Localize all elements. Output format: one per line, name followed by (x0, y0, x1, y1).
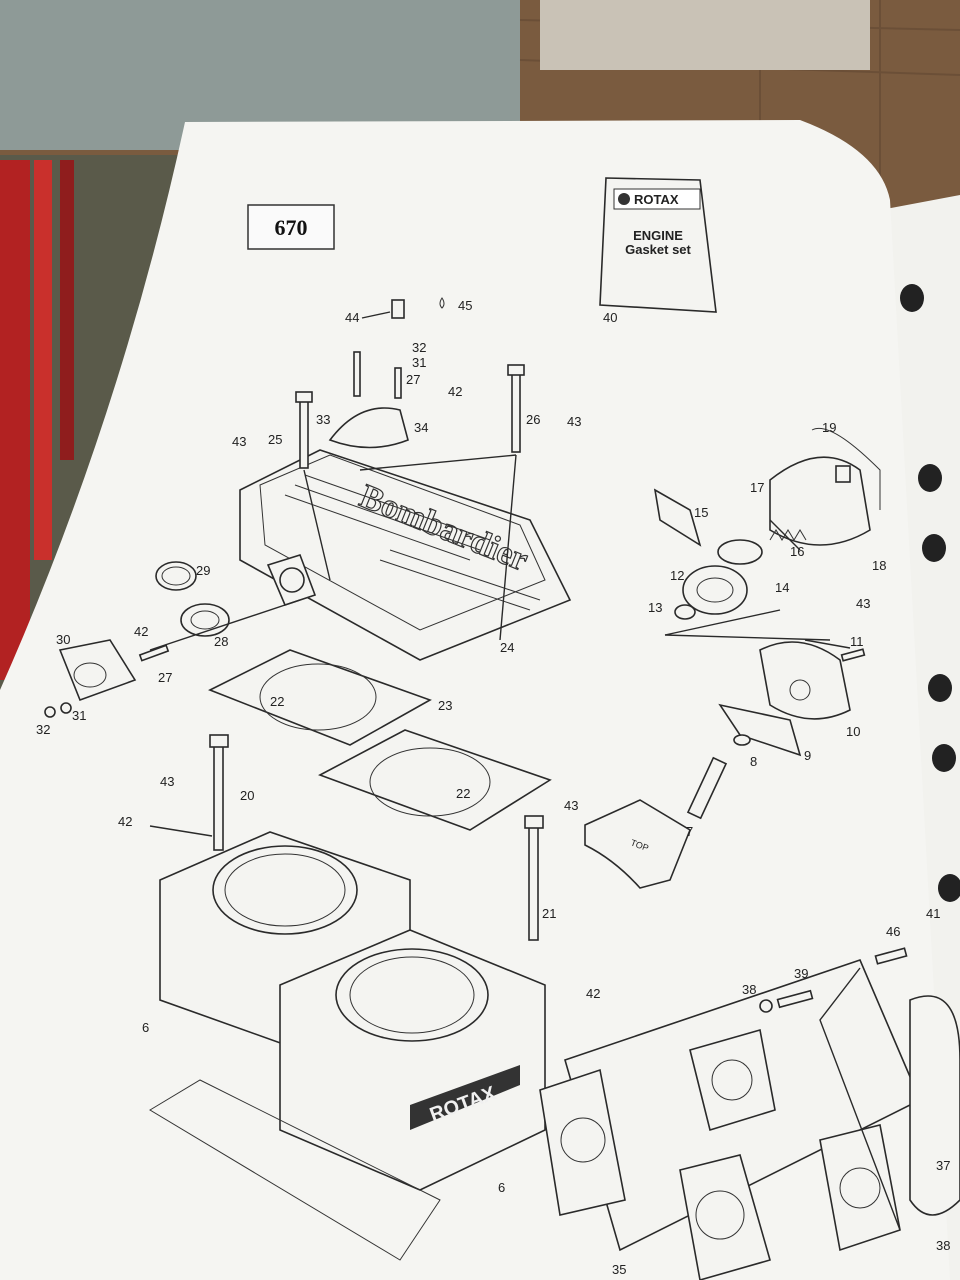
label-31b: 31 (72, 708, 86, 723)
label-19: 19 (822, 420, 836, 435)
label-23: 23 (438, 698, 452, 713)
label-38: 38 (742, 982, 756, 997)
rotary-valve-assembly: TOP (584, 427, 881, 889)
label-44: 44 (345, 310, 359, 325)
page-number: 670 (275, 215, 308, 240)
o-ring-29 (155, 561, 197, 591)
shim-15 (653, 488, 702, 547)
label-41: 41 (926, 906, 940, 921)
label-20: 20 (240, 788, 254, 803)
bag-brand: ROTAX (634, 192, 679, 207)
label-13: 13 (648, 600, 662, 615)
label-35: 35 (612, 1262, 626, 1277)
rotax-logo-icon (618, 193, 630, 205)
label-6b: 6 (498, 1180, 505, 1195)
label-32a: 32 (412, 340, 426, 355)
label-33: 33 (316, 412, 330, 427)
gasket-set-bag: ROTAX ENGINE Gasket set 40 (599, 177, 717, 325)
exhaust-manifold (539, 947, 960, 1280)
label-43b: 43 (232, 434, 246, 449)
bag-title: ENGINE (633, 228, 683, 243)
label-43e: 43 (564, 798, 578, 813)
crankcase-gasket (149, 1079, 441, 1261)
label-38b: 38 (936, 1238, 950, 1253)
label-17: 17 (750, 480, 764, 495)
cover-17 (769, 456, 871, 546)
label-42a: 42 (448, 384, 462, 399)
label-12: 12 (670, 568, 684, 583)
label-8: 8 (750, 754, 757, 769)
label-42b: 42 (134, 624, 148, 639)
water-outlet-34 (328, 407, 409, 449)
label-37: 37 (936, 1158, 950, 1173)
pump-housing-10 (759, 641, 851, 720)
cylinder-bolts (209, 734, 544, 941)
label-22a: 22 (270, 694, 284, 709)
label-7: 7 (686, 824, 693, 839)
piston-7 (584, 799, 691, 889)
cylinder-head: Bombardier (239, 449, 572, 661)
bag-ref-label: 40 (603, 310, 617, 325)
label-22b: 22 (456, 786, 470, 801)
label-43d: 43 (160, 774, 174, 789)
base-gaskets (208, 649, 552, 831)
label-10: 10 (846, 724, 860, 739)
clip-19 (811, 427, 881, 510)
disc-12 (682, 565, 748, 615)
head-bolts (295, 299, 525, 469)
bag-subtitle: Gasket set (625, 242, 691, 257)
sensor-44 (391, 299, 405, 319)
label-26: 26 (526, 412, 540, 427)
washer-8 (733, 734, 751, 746)
head-leader-lines (303, 454, 517, 641)
label-29: 29 (196, 563, 210, 578)
label-27a: 27 (406, 372, 420, 387)
thermostat-housing-30 (58, 639, 137, 702)
label-42c: 42 (118, 814, 132, 829)
label-43c: 43 (856, 596, 870, 611)
label-24: 24 (500, 640, 514, 655)
label-25: 25 (268, 432, 282, 447)
label-32b: 32 (36, 722, 50, 737)
page-number-box: 670 (247, 204, 335, 250)
book-on-table (540, 0, 870, 70)
label-42d: 42 (586, 986, 600, 1001)
label-46: 46 (886, 924, 900, 939)
spring-16 (769, 529, 807, 541)
label-21: 21 (542, 906, 556, 921)
label-14: 14 (775, 580, 789, 595)
label-6a: 6 (142, 1020, 149, 1035)
binder-holes (900, 284, 960, 902)
label-43a: 43 (567, 414, 581, 429)
label-18: 18 (872, 558, 886, 573)
label-39: 39 (794, 966, 808, 981)
cylinders: ROTAX (149, 831, 546, 1261)
thermostat-group (44, 561, 301, 718)
rug-red-stripes (0, 160, 74, 680)
exhaust-gasket-35 (539, 1068, 626, 1216)
label-15: 15 (694, 505, 708, 520)
label-31a: 31 (412, 355, 426, 370)
label-16: 16 (790, 544, 804, 559)
label-30: 30 (56, 632, 70, 647)
label-9: 9 (804, 748, 811, 763)
label-27b: 27 (158, 670, 172, 685)
gasket-9 (718, 703, 802, 757)
label-34: 34 (414, 420, 428, 435)
label-11: 11 (850, 634, 864, 649)
part-labels: 45 44 32 31 27 42 26 43 34 33 25 43 19 1… (36, 297, 950, 1277)
label-28: 28 (214, 634, 228, 649)
label-45: 45 (458, 298, 472, 313)
